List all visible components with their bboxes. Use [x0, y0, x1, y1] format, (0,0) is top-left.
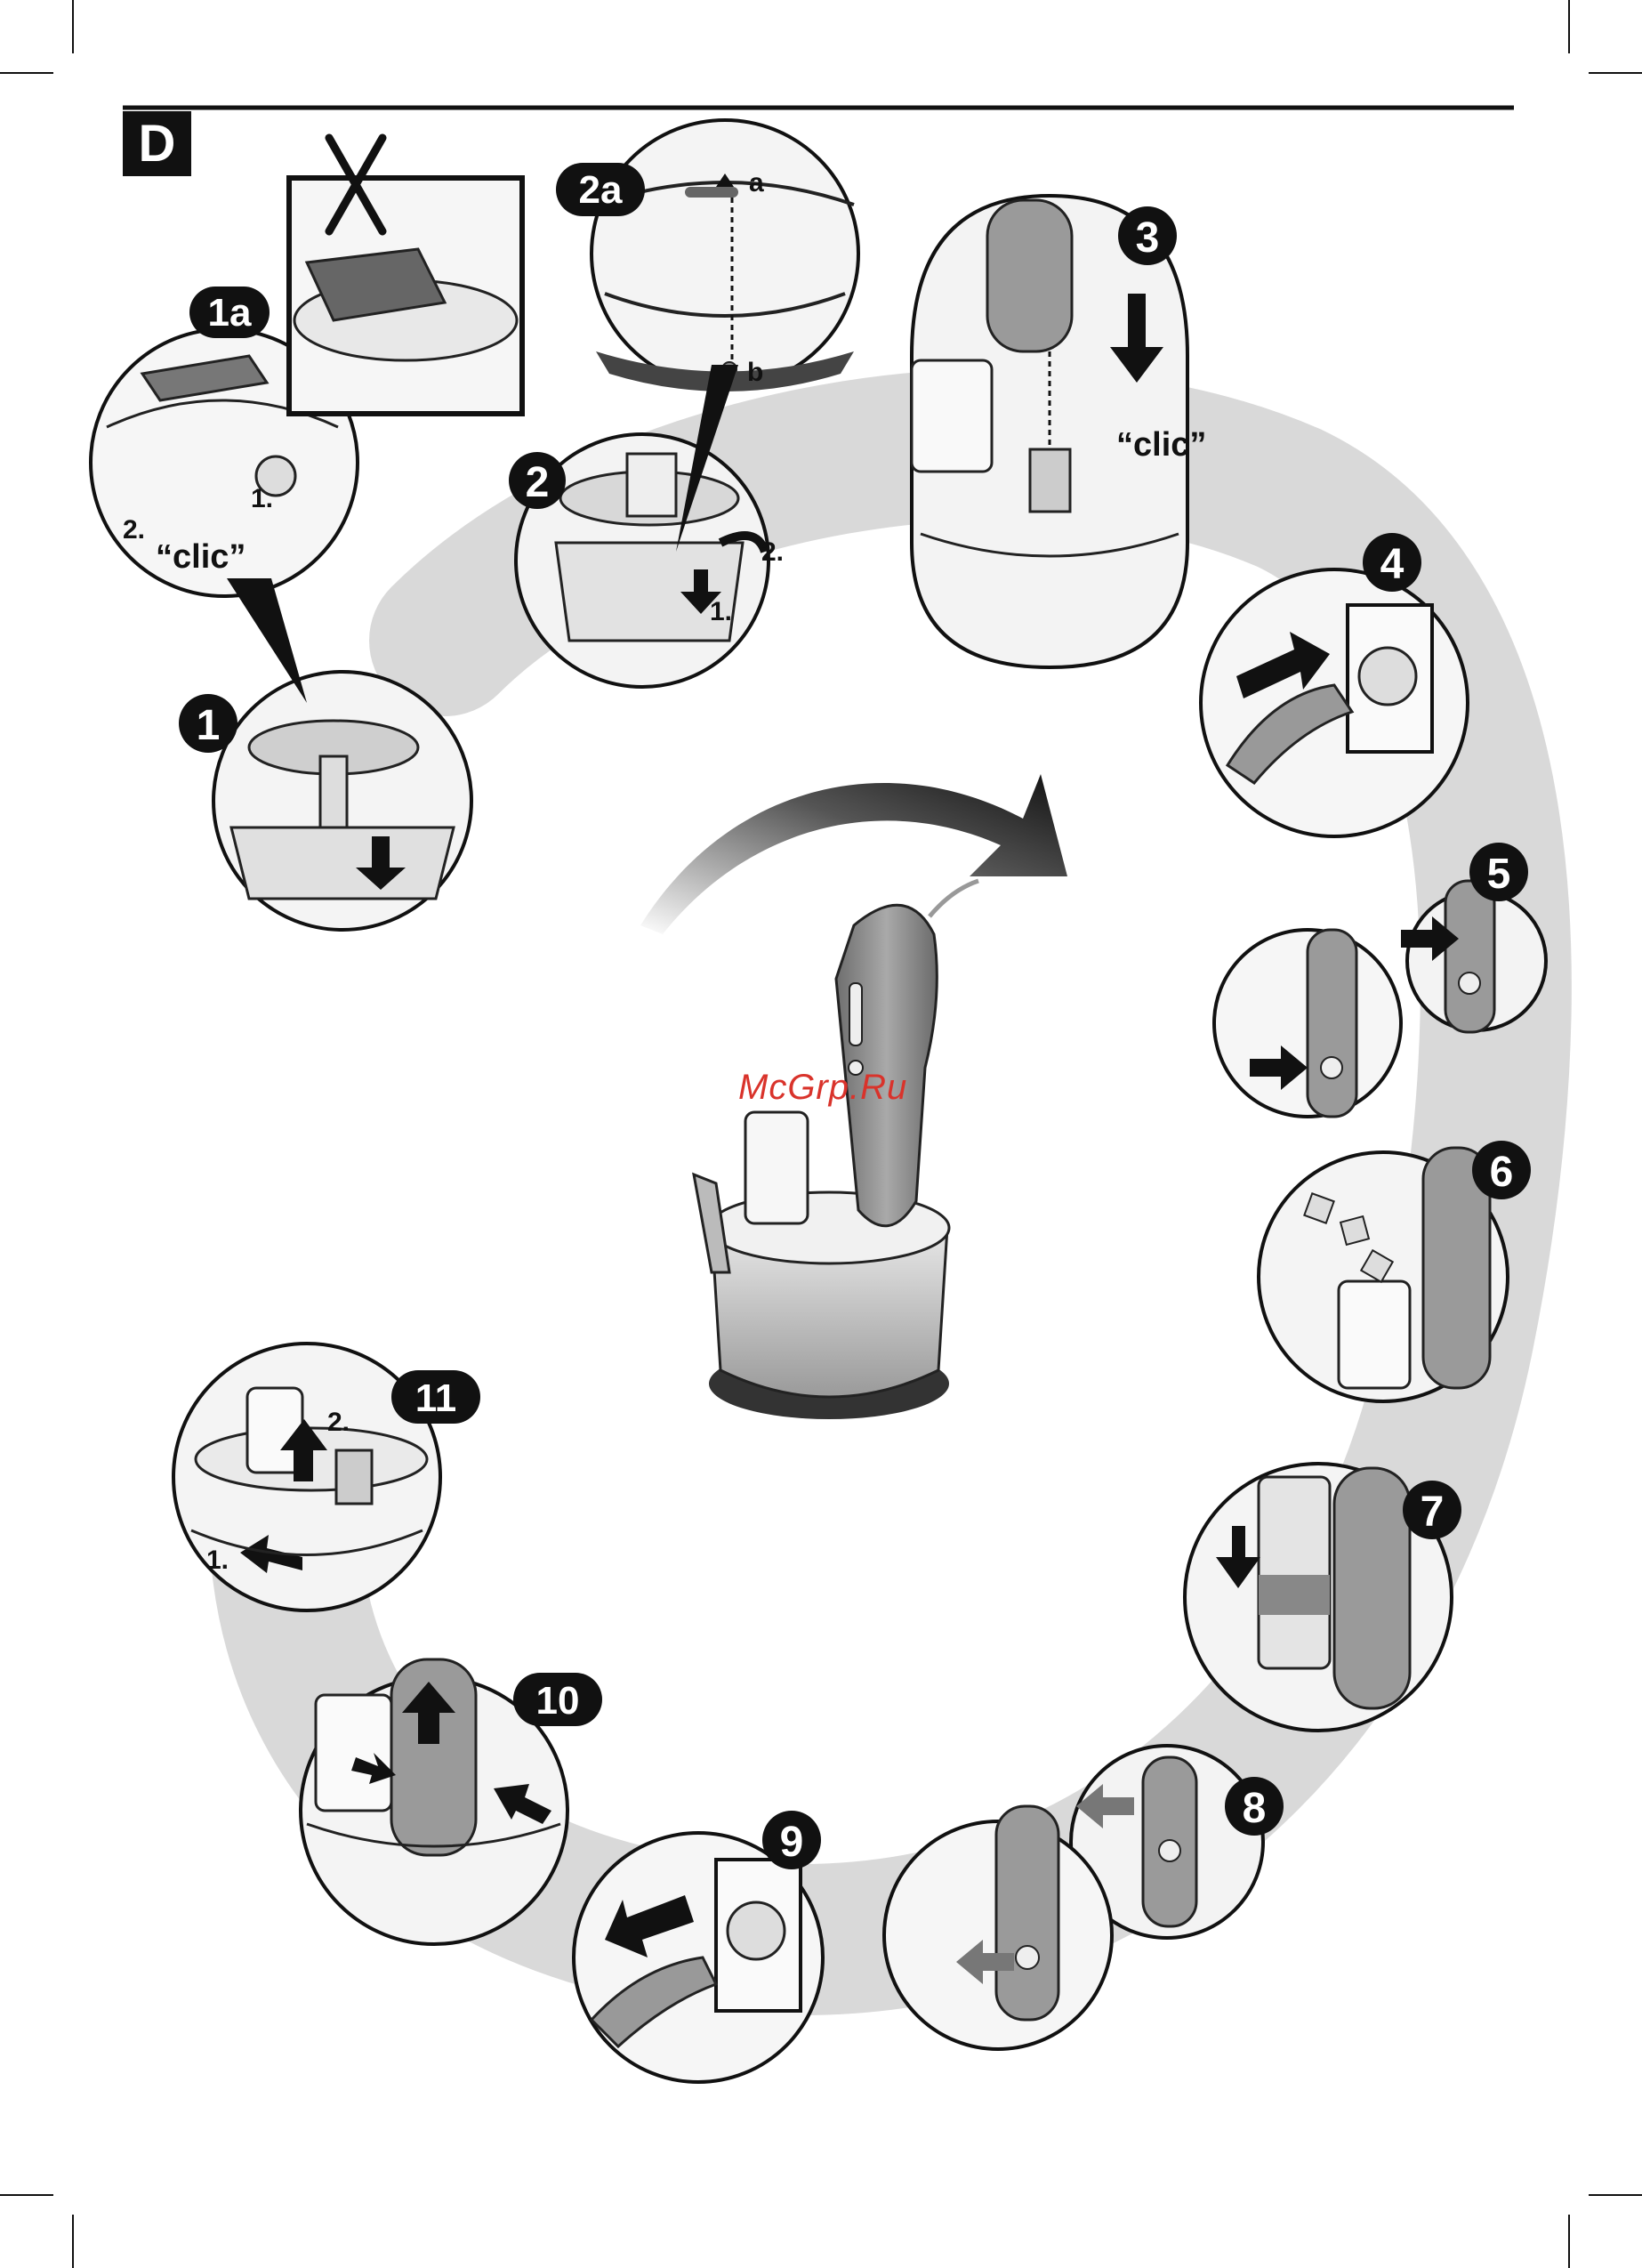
badge-1a: 1a	[189, 287, 270, 338]
badge-10: 10	[513, 1673, 602, 1726]
step-2-sub-1: 1.	[710, 597, 732, 626]
callout-pointer-1a	[227, 578, 307, 703]
badge-11: 11	[391, 1370, 480, 1424]
rotation-arrow	[640, 774, 1067, 934]
badge-7: 7	[1403, 1481, 1461, 1539]
badge-1: 1	[179, 694, 237, 753]
step-2a-mark-b: b	[747, 358, 763, 387]
badge-2: 2	[509, 452, 566, 509]
step-11-sub-1: 1.	[206, 1546, 229, 1575]
step-1a-sub-2: 2.	[123, 515, 145, 545]
step-label-4: 4	[1380, 541, 1405, 588]
step-label-2a: 2a	[579, 168, 623, 212]
panel-1	[213, 672, 471, 930]
step-label-9: 9	[780, 1819, 804, 1866]
badge-5: 5	[1469, 843, 1528, 901]
step-label-8: 8	[1243, 1785, 1267, 1832]
step-label-5: 5	[1487, 851, 1511, 898]
panel-8	[884, 1746, 1263, 2049]
step-1a-sound: “clic”	[156, 538, 245, 576]
panel-9	[574, 1833, 823, 2082]
step-11-sub-2: 2.	[327, 1408, 350, 1437]
badge-9: 9	[762, 1811, 821, 1869]
step-label-6: 6	[1490, 1149, 1514, 1196]
step-label-3: 3	[1136, 214, 1160, 262]
badge-3: 3	[1118, 206, 1177, 265]
panel-4	[1201, 569, 1468, 836]
step-label-1a: 1a	[208, 291, 252, 335]
step-label-10: 10	[536, 1679, 580, 1723]
step-label-11: 11	[415, 1376, 457, 1420]
step-3-sound: “clic”	[1116, 426, 1206, 464]
badge-2a: 2a	[556, 163, 645, 216]
step-label-2: 2	[526, 459, 550, 506]
panel-wrong	[289, 138, 522, 414]
badge-4: 4	[1363, 533, 1421, 592]
badge-6: 6	[1472, 1141, 1531, 1199]
watermark: McGrp.Ru	[738, 1068, 907, 1108]
step-2a-mark-a: a	[749, 168, 764, 198]
step-2-sub-2: 2.	[761, 537, 784, 567]
step-1a-sub-1: 1.	[251, 484, 273, 513]
section-label: D	[123, 111, 191, 176]
panel-2a	[592, 120, 858, 391]
step-label-7: 7	[1421, 1489, 1445, 1536]
step-label-1: 1	[197, 702, 221, 749]
central-appliance	[694, 881, 978, 1419]
panel-6	[1259, 1148, 1508, 1401]
badge-8: 8	[1225, 1777, 1284, 1836]
